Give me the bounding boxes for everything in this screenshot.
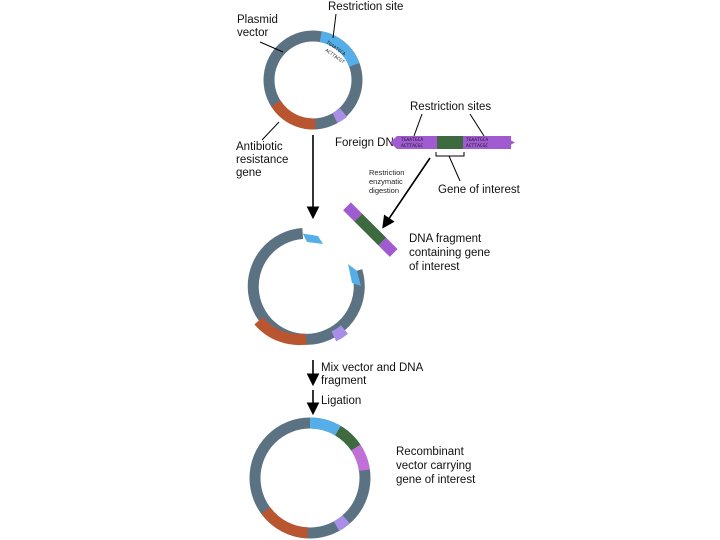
opened-vector — [247, 228, 365, 346]
fragment-label-line2: containing gene — [409, 247, 490, 259]
gene-leader — [448, 155, 461, 182]
enzyme-label-line2: enzymatic — [369, 177, 403, 186]
recombinant-marker — [333, 515, 350, 532]
foreign-dna-strand: TGAATGCA ACTTACGC TGAATGCA ACTTACGC — [390, 136, 515, 149]
dna-fragment — [343, 202, 398, 257]
right-sticky-end — [348, 264, 361, 286]
restriction-site-leader — [332, 13, 337, 39]
recombinant-vector — [249, 417, 371, 539]
enzyme-label-line3: digestion — [369, 186, 399, 195]
recombinant-gene — [334, 425, 361, 451]
fragment-label-line1: DNA fragment — [409, 233, 482, 245]
fragment-gene — [354, 213, 387, 246]
antibiotic-resistance-segment — [271, 100, 316, 130]
antibiotic-leader — [261, 121, 280, 141]
recombinant-antibiotic — [261, 506, 309, 539]
fragment-label-line3: of interest — [409, 261, 460, 273]
gene-bracket — [435, 152, 465, 157]
restriction-site-label: Restriction site — [328, 1, 403, 13]
antibiotic-label-line3: gene — [236, 167, 262, 179]
digestion-arrow — [382, 157, 431, 229]
mix-label-line1: Mix vector and DNA — [321, 362, 424, 374]
gene-segment — [437, 136, 463, 149]
opened-marker — [331, 325, 348, 342]
antibiotic-label-line2: resistance — [236, 154, 288, 166]
plasmid-label-line2: vector — [237, 27, 268, 39]
plasmid-vector: TGAATGCA ACTTACGT — [263, 30, 363, 130]
ligation-label: Ligation — [321, 395, 361, 407]
restriction-site-segment — [319, 31, 360, 68]
foreign-dna-right-fade — [503, 136, 515, 149]
antibiotic-label-line1: Antibiotic — [236, 141, 283, 153]
restriction-sites-label: Restriction sites — [410, 101, 491, 113]
left-sticky-end — [302, 233, 323, 244]
restriction-sites-leader-right — [469, 113, 485, 137]
foreign-dna-label: Foreign DNA — [335, 137, 402, 149]
marker-segment — [332, 108, 348, 124]
right-site-seq-top: TGAATGCA — [466, 137, 488, 143]
left-site-seq-bottom: ACTTACGC — [401, 143, 423, 149]
fragment-right-end — [378, 237, 398, 257]
left-site-seq-top: TGAATGCA — [401, 137, 423, 143]
recombinant-label-line3: gene of interest — [396, 474, 476, 486]
mix-label-line2: fragment — [321, 375, 367, 387]
right-site-seq-bottom: ACTTACGC — [466, 143, 488, 149]
recombinant-label-line2: vector carrying — [396, 460, 471, 472]
enzyme-label-line1: Restriction — [369, 168, 404, 177]
restriction-sites-leader-left — [413, 113, 423, 137]
recombinant-left-site — [309, 417, 341, 436]
foreign-dna-left-fade — [390, 136, 397, 149]
opened-antibiotic — [254, 317, 307, 346]
recombinant-right-site — [351, 444, 370, 472]
recombinant-label-line1: Recombinant — [396, 446, 465, 458]
plasmid-label-line1: Plasmid — [237, 14, 278, 26]
gene-of-interest-label: Gene of interest — [438, 184, 521, 196]
fragment-left-end — [343, 202, 363, 222]
plasmid-leader-line — [259, 41, 284, 53]
